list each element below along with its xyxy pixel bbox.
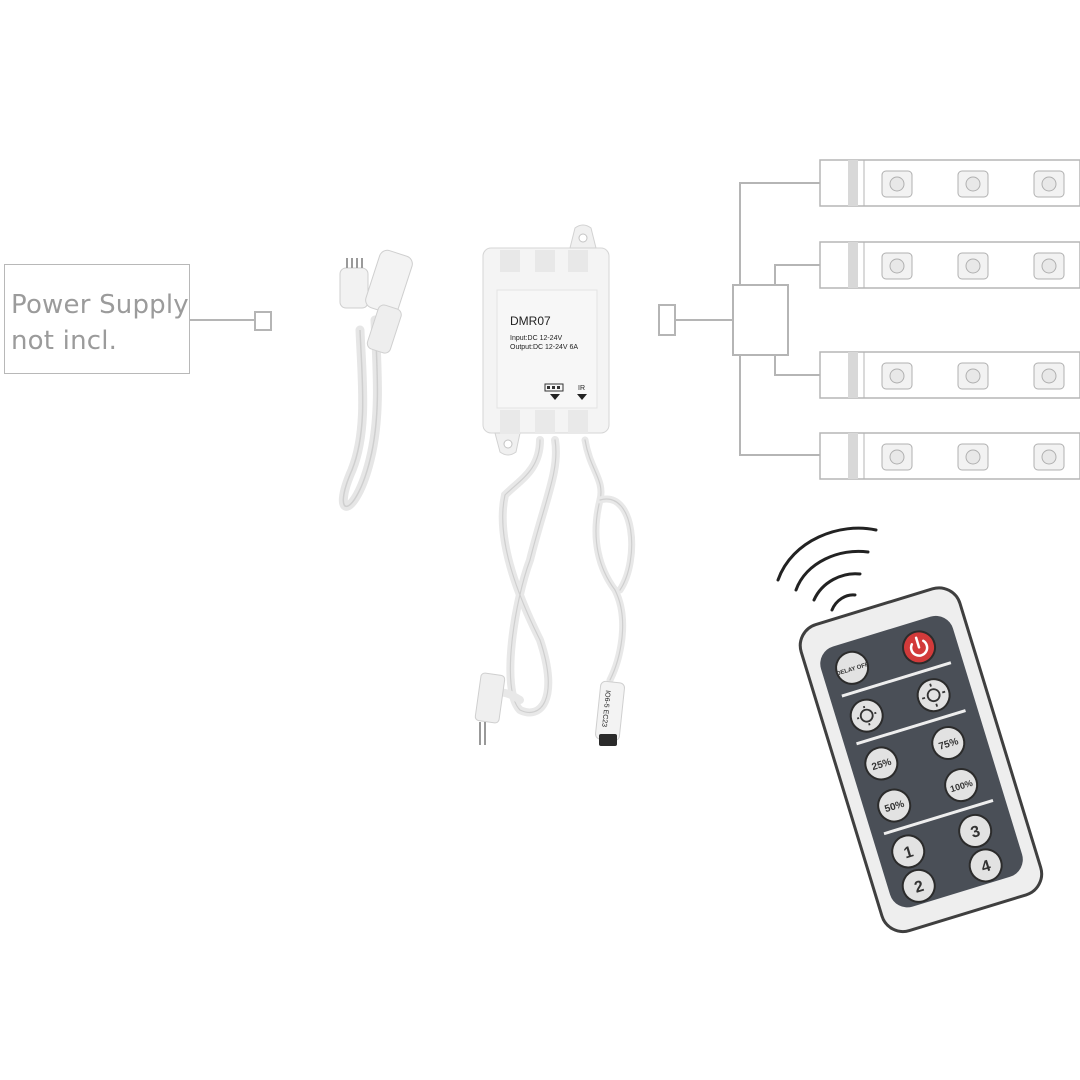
led-output-connector xyxy=(474,672,506,745)
led-strip-1 xyxy=(819,159,1080,207)
led-icon xyxy=(881,170,913,198)
plug-icon xyxy=(339,258,369,309)
power-line xyxy=(190,311,272,331)
led-strip-2 xyxy=(819,241,1080,289)
ir-port-arrow-icon xyxy=(577,394,587,400)
led-strip-4 xyxy=(819,432,1080,480)
brightness-up-icon xyxy=(921,683,946,707)
power-icon xyxy=(909,636,929,657)
delay-off-button[interactable]: DELAY OFF xyxy=(831,648,873,688)
power-supply-line2: not incl. xyxy=(11,326,118,356)
led-icon xyxy=(1033,362,1065,390)
controller-input: Input:DC 12-24V xyxy=(510,335,562,342)
ir-cable-tag: IO6-5 EC23 xyxy=(600,690,611,728)
ir-port-label: IR xyxy=(578,385,585,392)
led-icon xyxy=(881,443,913,471)
controller-model: DMR07 xyxy=(510,314,551,328)
ir-receiver-connector: IO6-5 EC23 xyxy=(595,680,625,746)
controller-output: Output:DC 12-24V 6A xyxy=(510,344,578,351)
led-port-icon xyxy=(544,383,564,400)
power-button[interactable] xyxy=(899,627,939,667)
ir-signal-icon xyxy=(776,526,878,612)
preset-2-button[interactable]: 2 xyxy=(899,866,939,906)
led-icon xyxy=(881,252,913,280)
brightness-50-button[interactable]: 50% xyxy=(874,786,914,826)
brightness-100-button[interactable]: 100% xyxy=(941,765,981,805)
led-strip-3 xyxy=(819,351,1080,399)
led-icon xyxy=(1033,170,1065,198)
led-icon xyxy=(957,443,989,471)
remote-control: DELAY OFF xyxy=(798,586,1044,934)
adapter-cable xyxy=(338,249,413,511)
led-icon xyxy=(1033,252,1065,280)
output-cables xyxy=(486,436,636,717)
preset-1-button[interactable]: 1 xyxy=(888,831,928,871)
power-supply-line1: Power Supply xyxy=(11,290,189,320)
led-icon xyxy=(1033,443,1065,471)
controller-unit: DMR07 Input:DC 12-24V Output:DC 12-24V 6… xyxy=(482,224,610,456)
led-icon xyxy=(957,170,989,198)
brightness-down-icon xyxy=(856,705,877,726)
led-icon xyxy=(957,252,989,280)
preset-4-button[interactable]: 4 xyxy=(966,845,1006,885)
strip-wiring xyxy=(658,182,820,456)
brightness-down-button[interactable] xyxy=(847,696,887,736)
dc-jack-icon xyxy=(365,249,413,354)
brightness-25-button[interactable]: 25% xyxy=(861,743,901,783)
preset-3-button[interactable]: 3 xyxy=(955,811,995,851)
led-icon xyxy=(881,362,913,390)
brightness-75-button[interactable]: 75% xyxy=(928,723,968,763)
led-icon xyxy=(957,362,989,390)
power-supply-box: Power Supply not incl. xyxy=(4,264,190,374)
brightness-up-button[interactable] xyxy=(914,675,954,715)
